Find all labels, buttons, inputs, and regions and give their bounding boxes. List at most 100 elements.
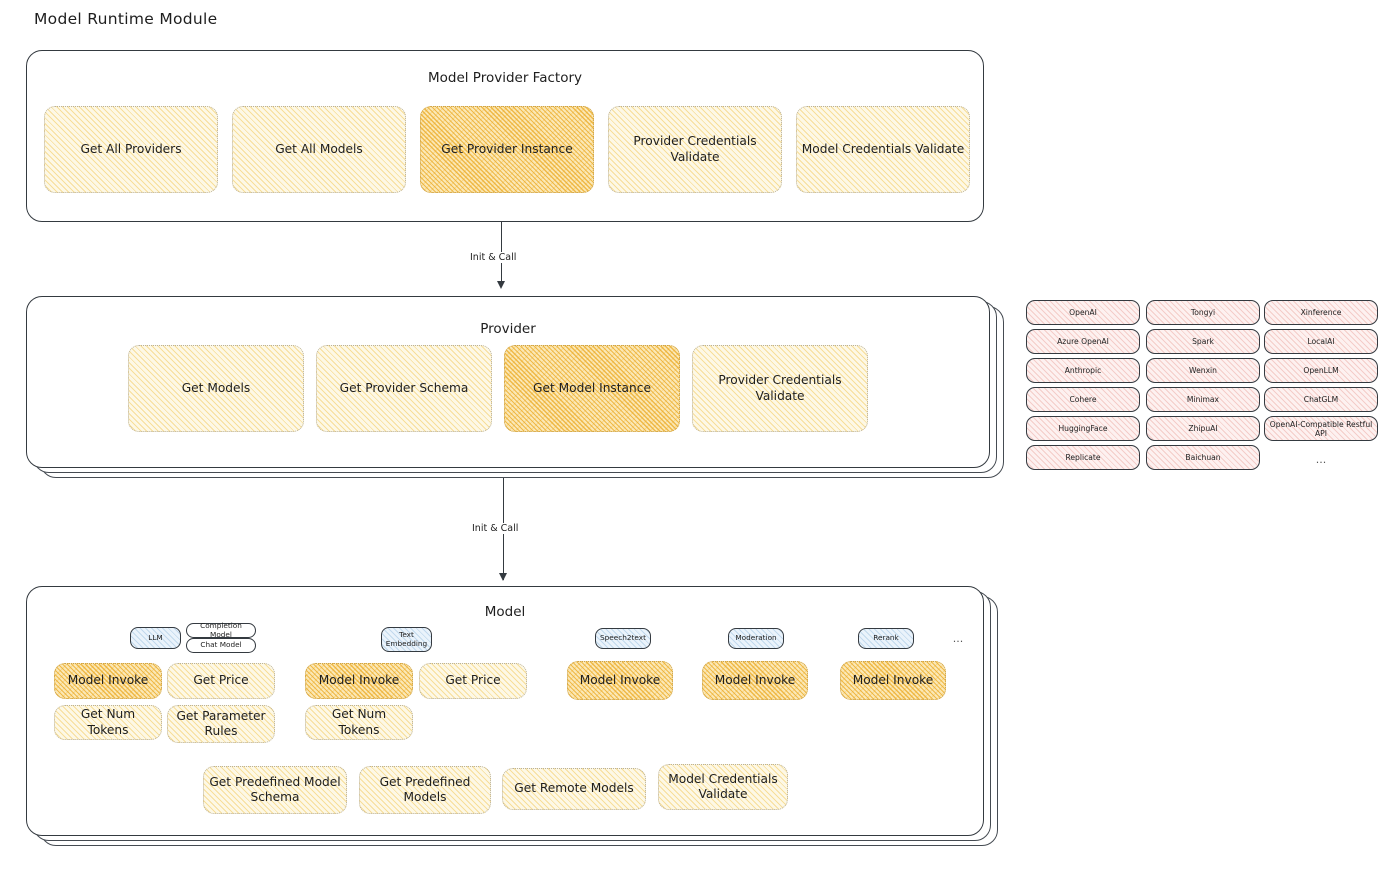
model-type-label: Text Embedding bbox=[385, 629, 428, 648]
fnbox-llm-model-invoke[interactable]: Model Invoke bbox=[54, 663, 162, 699]
fnbox-get-predefined-models[interactable]: Get Predefined Models bbox=[359, 766, 491, 814]
fnbox-label: Model Invoke bbox=[318, 673, 400, 688]
provider-tag-label: Anthropic bbox=[1064, 366, 1102, 375]
model-type-tag-llm[interactable]: LLM bbox=[130, 627, 181, 649]
fnbox-get-model-instance[interactable]: Get Model Instance bbox=[504, 345, 680, 432]
fnbox-textembedding-get-price[interactable]: Get Price bbox=[419, 663, 527, 699]
fnbox-moderation-model-invoke[interactable]: Model Invoke bbox=[702, 661, 808, 700]
model-type-tag-moderation[interactable]: Moderation bbox=[728, 628, 784, 649]
provider-tag-label: HuggingFace bbox=[1058, 424, 1108, 433]
fnbox-label: Get Remote Models bbox=[514, 781, 634, 796]
fnbox-label: Get Price bbox=[193, 673, 249, 688]
fnbox-llm-get-num-tokens[interactable]: Get Num Tokens bbox=[54, 705, 162, 740]
fnbox-label: Get Provider Schema bbox=[339, 380, 469, 395]
fnbox-label: Get Parameter Rules bbox=[176, 708, 266, 738]
fnbox-label: Get All Models bbox=[275, 141, 363, 156]
fnbox-label: Model Invoke bbox=[714, 672, 796, 687]
provider-tag-label: Minimax bbox=[1186, 395, 1220, 404]
provider-tag-zhipuai[interactable]: ZhipuAI bbox=[1146, 416, 1260, 441]
fnbox-get-all-models[interactable]: Get All Models bbox=[232, 106, 406, 193]
arrow-2-label: Init & Call bbox=[468, 523, 523, 534]
fnbox-label: Provider Credentials Validate bbox=[633, 134, 757, 164]
fnbox-label: Get Models bbox=[181, 380, 251, 395]
provider-tag-azure-openai[interactable]: Azure OpenAI bbox=[1026, 329, 1140, 354]
fnbox-get-remote-models[interactable]: Get Remote Models bbox=[502, 768, 646, 810]
provider-tag-baichuan[interactable]: Baichuan bbox=[1146, 445, 1260, 470]
provider-tag-label: Replicate bbox=[1065, 453, 1101, 462]
provider-tag-localai[interactable]: LocalAI bbox=[1264, 329, 1378, 354]
model-subtag-completion-model[interactable]: Completion Model bbox=[186, 620, 256, 639]
provider-tag-label: Baichuan bbox=[1185, 453, 1221, 462]
fnbox-label: Get Predefined Model Schema bbox=[209, 774, 341, 804]
model-provider-factory-label: Model Provider Factory bbox=[427, 70, 582, 86]
provider-tag-cohere[interactable]: Cohere bbox=[1026, 387, 1140, 412]
fnbox-label: Model Invoke bbox=[852, 672, 934, 687]
fnbox-label: Model Credentials Validate bbox=[668, 771, 778, 801]
fnbox-label: Model Invoke bbox=[579, 672, 661, 687]
fnbox-provider-credentials-validate[interactable]: Provider Credentials Validate bbox=[608, 106, 782, 193]
provider-label: Provider bbox=[480, 321, 536, 337]
fnbox-speech2text-model-invoke[interactable]: Model Invoke bbox=[567, 661, 673, 700]
provider-tag-label: OpenAI bbox=[1069, 308, 1097, 317]
model-type-label: Moderation bbox=[735, 633, 777, 643]
model-subtag-label: Chat Model bbox=[200, 640, 242, 650]
model-subtag-chat-model[interactable]: Chat Model bbox=[186, 638, 256, 653]
provider-tag-openai[interactable]: OpenAI bbox=[1026, 300, 1140, 325]
page-title: Model Runtime Module bbox=[34, 10, 218, 28]
arrow-2-head bbox=[499, 573, 507, 581]
provider-tag-label: Tongyi bbox=[1190, 308, 1216, 317]
provider-tag-tongyi[interactable]: Tongyi bbox=[1146, 300, 1260, 325]
provider-tag-anthropic[interactable]: Anthropic bbox=[1026, 358, 1140, 383]
provider-tag-label: Azure OpenAI bbox=[1057, 337, 1109, 346]
model-type-tag-speech2text[interactable]: Speech2text bbox=[595, 628, 651, 649]
fnbox-label: Get Predefined Models bbox=[379, 774, 471, 804]
fnbox-textembedding-model-invoke[interactable]: Model Invoke bbox=[305, 663, 413, 699]
provider-tag-label: ChatGLM bbox=[1303, 395, 1339, 404]
provider-tag-label: ZhipuAI bbox=[1188, 424, 1218, 433]
fnbox-llm-get-parameter-rules[interactable]: Get Parameter Rules bbox=[167, 705, 275, 743]
fnbox-get-models[interactable]: Get Models bbox=[128, 345, 304, 432]
fnbox-rerank-model-invoke[interactable]: Model Invoke bbox=[840, 661, 946, 700]
fnbox-label: Model Credentials Validate bbox=[801, 141, 965, 156]
model-subtag-label: Completion Model bbox=[200, 620, 242, 639]
fnbox-model-credentials-validate[interactable]: Model Credentials Validate bbox=[796, 106, 970, 193]
provider-tag-openai-compatible-restful-api[interactable]: OpenAI-Compatible Restful API bbox=[1264, 416, 1378, 441]
fnbox-provider-credentials-validate-2[interactable]: Provider Credentials Validate bbox=[692, 345, 868, 432]
provider-tag-chatglm[interactable]: ChatGLM bbox=[1264, 387, 1378, 412]
fnbox-get-all-providers[interactable]: Get All Providers bbox=[44, 106, 218, 193]
fnbox-get-provider-schema[interactable]: Get Provider Schema bbox=[316, 345, 492, 432]
provider-tag-wenxin[interactable]: Wenxin bbox=[1146, 358, 1260, 383]
fnbox-get-predefined-model-schema[interactable]: Get Predefined Model Schema bbox=[203, 766, 347, 814]
arrow-1-label: Init & Call bbox=[466, 252, 521, 263]
fnbox-get-provider-instance[interactable]: Get Provider Instance bbox=[420, 106, 594, 193]
provider-tag-xinference[interactable]: Xinference bbox=[1264, 300, 1378, 325]
arrow-1-head bbox=[497, 281, 505, 289]
model-types-ellipsis: ... bbox=[952, 632, 964, 645]
fnbox-textembedding-get-num-tokens[interactable]: Get Num Tokens bbox=[305, 705, 413, 740]
fnbox-label: Get Provider Instance bbox=[441, 141, 573, 156]
provider-tag-label: LocalAI bbox=[1307, 337, 1335, 346]
fnbox-label: Provider Credentials Validate bbox=[718, 373, 842, 403]
provider-tag-label: Spark bbox=[1192, 337, 1214, 346]
fnbox-label: Get Num Tokens bbox=[80, 707, 136, 737]
provider-tag-label: OpenAI-Compatible Restful API bbox=[1269, 419, 1373, 438]
model-type-label: Speech2text bbox=[600, 633, 646, 643]
fnbox-model-credentials-validate-2[interactable]: Model Credentials Validate bbox=[658, 764, 788, 810]
provider-tag-label: Cohere bbox=[1069, 395, 1097, 404]
provider-tag-label: Xinference bbox=[1300, 308, 1342, 317]
provider-tag-huggingface[interactable]: HuggingFace bbox=[1026, 416, 1140, 441]
model-type-tag-rerank[interactable]: Rerank bbox=[858, 628, 914, 649]
model-type-label: Rerank bbox=[873, 633, 899, 643]
provider-tag-minimax[interactable]: Minimax bbox=[1146, 387, 1260, 412]
model-type-tag-text-embedding[interactable]: Text Embedding bbox=[381, 627, 432, 652]
fnbox-llm-get-price[interactable]: Get Price bbox=[167, 663, 275, 699]
provider-tag-replicate[interactable]: Replicate bbox=[1026, 445, 1140, 470]
provider-tag-openllm[interactable]: OpenLLM bbox=[1264, 358, 1378, 383]
fnbox-label: Get All Providers bbox=[80, 141, 182, 156]
provider-tag-spark[interactable]: Spark bbox=[1146, 329, 1260, 354]
fnbox-label: Get Price bbox=[445, 673, 501, 688]
provider-list-ellipsis: ... bbox=[1315, 453, 1327, 466]
fnbox-label: Get Num Tokens bbox=[331, 707, 387, 737]
model-type-label: LLM bbox=[148, 632, 163, 642]
